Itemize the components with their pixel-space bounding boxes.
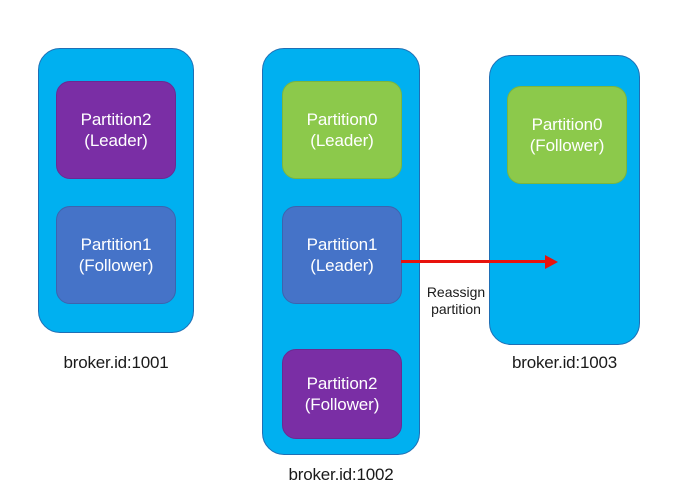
partition-name: Partition1 [306,235,378,254]
reassign-arrow-label-line1: Reassign [426,284,486,300]
broker-label-1003: broker.id:1003 [512,353,617,372]
partition-role: (Follower) [304,395,380,414]
partition-name: Partition2 [80,110,152,129]
partition-box-1001-1[interactable]: Partition1 (Follower) [56,206,176,304]
partition-name: Partition2 [306,374,378,393]
broker-label-1002: broker.id:1002 [288,465,394,484]
broker-container-1003[interactable]: Partition0 (Follower) [489,55,640,345]
partition-box-1003-0[interactable]: Partition0 (Follower) [507,86,627,184]
partition-role: (Leader) [84,131,148,150]
partition-name: Partition0 [531,115,603,134]
partition-box-1002-0[interactable]: Partition0 (Leader) [282,81,402,179]
reassign-arrow-line [401,260,547,263]
partition-role: (Follower) [529,136,605,155]
broker-container-1001[interactable]: Partition2 (Leader) Partition1 (Follower… [38,48,194,333]
partition-name: Partition1 [80,235,152,254]
partition-name: Partition0 [306,110,378,129]
partition-role: (Leader) [310,256,374,275]
partition-box-1002-2[interactable]: Partition2 (Follower) [282,349,402,439]
reassign-arrow-label: Reassign partition [423,284,489,318]
broker-container-1002[interactable]: Partition0 (Leader) Partition1 (Leader) … [262,48,420,455]
partition-role: (Follower) [78,256,154,275]
reassign-arrow-label-line2: partition [431,301,481,317]
broker-label-1001: broker.id:1001 [63,353,169,372]
partition-role: (Leader) [310,131,374,150]
partition-box-1002-1[interactable]: Partition1 (Leader) [282,206,402,304]
partition-box-1001-0[interactable]: Partition2 (Leader) [56,81,176,179]
reassign-arrow-head-icon [545,254,558,269]
